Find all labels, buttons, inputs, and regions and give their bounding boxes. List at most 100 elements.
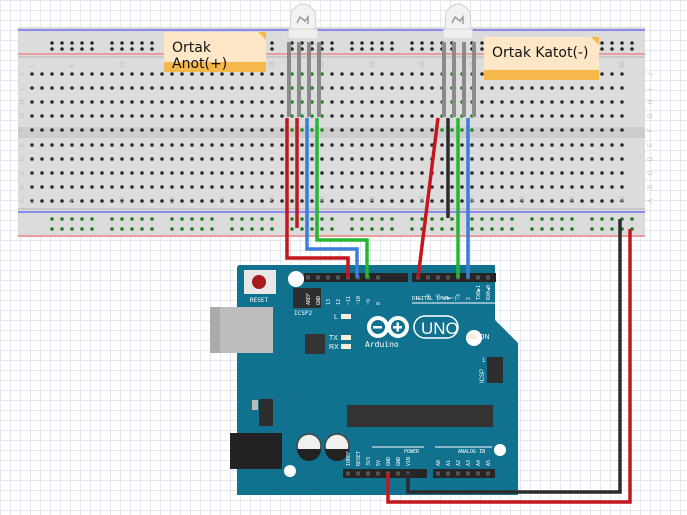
rail-hole bbox=[560, 227, 564, 231]
pin-label: ~6 bbox=[426, 294, 432, 300]
breadboard-hole bbox=[460, 199, 464, 203]
pin-label: TX0▶1 bbox=[476, 285, 482, 300]
header-socket[interactable] bbox=[436, 275, 440, 280]
breadboard-hole bbox=[220, 72, 224, 76]
breadboard-hole bbox=[480, 72, 484, 76]
breadboard-hole bbox=[260, 114, 264, 118]
row-label: A bbox=[648, 199, 654, 203]
wire-red-cathode-led-to-pin7[interactable] bbox=[416, 117, 440, 279]
header-socket[interactable] bbox=[436, 471, 440, 476]
wire-blue-to-pin12[interactable] bbox=[305, 118, 359, 278]
breadboard-hole bbox=[250, 86, 254, 90]
breadboard-hole bbox=[520, 157, 524, 161]
power-header bbox=[343, 469, 427, 478]
pin-label: IOREF bbox=[346, 451, 352, 466]
pin-label: A4 bbox=[476, 460, 482, 466]
breadboard-hole bbox=[380, 114, 384, 118]
rgb-led-common-cathode[interactable] bbox=[442, 3, 476, 117]
rail-hole bbox=[320, 47, 324, 51]
breadboard-hole bbox=[520, 114, 524, 118]
usb-chip bbox=[305, 334, 325, 354]
breadboard-hole bbox=[220, 86, 224, 90]
breadboard-hole bbox=[40, 72, 44, 76]
breadboard-hole bbox=[510, 143, 514, 147]
breadboard-hole bbox=[460, 157, 464, 161]
breadboard-hole bbox=[200, 86, 204, 90]
header-socket[interactable] bbox=[396, 471, 400, 476]
header-socket[interactable] bbox=[486, 471, 490, 476]
breadboard-hole bbox=[50, 86, 54, 90]
breadboard-hole bbox=[480, 100, 484, 104]
header-socket[interactable] bbox=[316, 275, 320, 280]
breadboard-hole bbox=[240, 157, 244, 161]
breadboard-hole bbox=[580, 199, 584, 203]
note-common-cathode[interactable]: Ortak Katot(-) bbox=[484, 37, 599, 80]
breadboard-hole bbox=[510, 157, 514, 161]
rail-hole bbox=[260, 227, 264, 231]
header-socket[interactable] bbox=[346, 471, 350, 476]
breadboard-hole bbox=[100, 143, 104, 147]
breadboard-hole bbox=[160, 185, 164, 189]
breadboard-hole bbox=[470, 128, 474, 132]
rail-divider bbox=[18, 56, 645, 58]
header-socket[interactable] bbox=[426, 275, 430, 280]
rgb-led-common-anode[interactable] bbox=[287, 3, 321, 117]
breadboard-hole bbox=[100, 185, 104, 189]
breadboard-hole bbox=[600, 157, 604, 161]
breadboard-hole bbox=[150, 143, 154, 147]
header-socket[interactable] bbox=[486, 275, 490, 280]
header-socket[interactable] bbox=[306, 275, 310, 280]
breadboard-hole bbox=[30, 171, 34, 175]
header-socket[interactable] bbox=[326, 275, 330, 280]
wire-red-5v[interactable] bbox=[386, 229, 632, 504]
breadboard-hole bbox=[330, 157, 334, 161]
breadboard-hole bbox=[590, 114, 594, 118]
header-socket[interactable] bbox=[376, 275, 380, 280]
rail-hole bbox=[380, 41, 384, 45]
rail-hole bbox=[130, 47, 134, 51]
header-socket[interactable] bbox=[336, 275, 340, 280]
header-socket[interactable] bbox=[356, 471, 360, 476]
wire-green-to-pin11[interactable] bbox=[315, 118, 369, 278]
breadboard-hole bbox=[410, 157, 414, 161]
breadboard-hole bbox=[70, 128, 74, 132]
rail-hole bbox=[60, 47, 64, 51]
row-label: E bbox=[20, 143, 26, 147]
breadboard-hole bbox=[80, 114, 84, 118]
breadboard-hole bbox=[150, 86, 154, 90]
breadboard-hole bbox=[470, 199, 474, 203]
breadboard-hole bbox=[110, 114, 114, 118]
rail-hole bbox=[250, 227, 254, 231]
breadboard-hole bbox=[560, 128, 564, 132]
header-socket[interactable] bbox=[376, 471, 380, 476]
rail-hole bbox=[270, 41, 274, 45]
breadboard-hole bbox=[90, 100, 94, 104]
breadboard-hole bbox=[140, 72, 144, 76]
breadboard-hole bbox=[590, 143, 594, 147]
breadboard-hole bbox=[130, 157, 134, 161]
breadboard-hole bbox=[210, 143, 214, 147]
rail-hole bbox=[80, 227, 84, 231]
header-socket[interactable] bbox=[456, 471, 460, 476]
arduino-uno-board[interactable]: RESET ICSP2 L TX RX ON UNO Arduino 1 bbox=[210, 265, 518, 495]
header-socket[interactable] bbox=[446, 275, 450, 280]
breadboard-hole bbox=[570, 114, 574, 118]
header-socket[interactable] bbox=[366, 471, 370, 476]
wire-black-gnd[interactable] bbox=[406, 219, 622, 494]
breadboard-hole bbox=[220, 171, 224, 175]
header-socket[interactable] bbox=[466, 471, 470, 476]
row-label: I bbox=[648, 88, 654, 90]
header-socket[interactable] bbox=[446, 471, 450, 476]
breadboard-hole bbox=[440, 128, 444, 132]
breadboard-hole bbox=[190, 128, 194, 132]
led-leg bbox=[317, 42, 321, 117]
digital-label: DIGITAL (PWM=~) bbox=[412, 296, 457, 302]
wire-red-anode-to-pin13[interactable] bbox=[285, 118, 350, 278]
icsp-header bbox=[487, 357, 503, 383]
header-socket[interactable] bbox=[476, 275, 480, 280]
breadboard-hole bbox=[410, 114, 414, 118]
header-socket[interactable] bbox=[476, 471, 480, 476]
breadboard-hole bbox=[210, 199, 214, 203]
breadboard-hole bbox=[620, 86, 624, 90]
note-common-anode[interactable]: Ortak Anot(+) bbox=[164, 32, 266, 72]
